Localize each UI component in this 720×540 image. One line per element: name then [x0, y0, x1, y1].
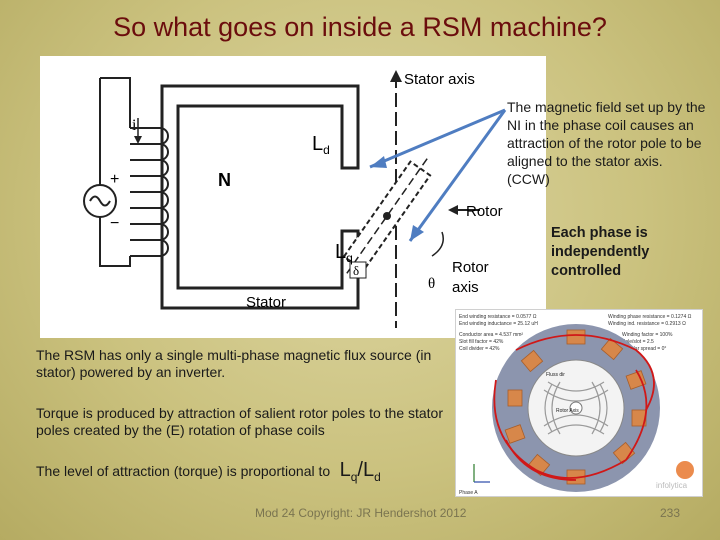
infolytica-logo: infolytica [656, 461, 694, 490]
stator-label: Stator [246, 294, 286, 311]
param-right-1: Winding ind. resistance = 0.2913 Ω [608, 321, 686, 327]
stator-axis-label: Stator axis [404, 71, 475, 88]
param-left-3: Slot fill factor = 42% [459, 339, 504, 345]
rotor-axis-label-2: axis [452, 279, 479, 296]
ni-label: N [218, 170, 231, 190]
paragraph-torque: Torque is produced by attraction of sali… [36, 405, 444, 438]
footer-copyright: Mod 24 Copyright: JR Hendershot 2012 [255, 506, 467, 520]
sim-stator-label: Fluss dir [546, 372, 565, 378]
minus-sign: − [110, 215, 119, 232]
paragraph-flux-source: The RSM has only a single multi-phase ma… [36, 347, 432, 380]
stator-core [160, 84, 360, 310]
sim-phase-label: Phase A [459, 490, 478, 496]
current-label: i [132, 117, 137, 134]
ld-label: Ld [312, 133, 330, 157]
sim-rotor-label: Rotor Axis [556, 408, 579, 414]
rotor-label: Rotor [466, 203, 503, 220]
theta-label: θ [428, 276, 435, 292]
page-number: 233 [660, 506, 681, 520]
phase-note: Each phase is independently controlled [551, 225, 650, 279]
svg-text:infolytica: infolytica [656, 481, 688, 490]
slide-title: So what goes on inside a RSM machine? [113, 12, 607, 42]
param-right-3: Pole/slot = 2.5 [622, 339, 654, 345]
attraction-text: The level of attraction (torque) is prop… [36, 463, 331, 479]
param-right-0: Winding phase resistance = 0.1274 Ω [608, 314, 692, 320]
param-left-0: End winding resistance = 0.0577 Ω [459, 314, 537, 320]
param-left-4: Coil divider = 42% [459, 346, 500, 352]
sim-coils [504, 329, 647, 485]
delta-label: δ [353, 263, 359, 278]
rsm-schematic: + − i N Stator axis [40, 56, 546, 338]
simulation-panel: End winding resistance = 0.0577 Ω End wi… [455, 309, 703, 497]
sim-flux-lines [493, 334, 655, 481]
ratio-formula: Lq/Ld [339, 459, 381, 484]
lq-label: Lq [335, 241, 353, 265]
param-right-2: Winding factor = 100% [622, 332, 673, 338]
plus-sign: + [110, 171, 119, 188]
param-left-1: End winding inductance = 25.12 uH [459, 321, 538, 327]
rotor-axis-label-1: Rotor [452, 259, 489, 276]
param-left-2: Conductor area = 4.537 mm² [459, 332, 523, 338]
callout-text: The magnetic field set up by the NI in t… [507, 99, 706, 187]
paragraph-attraction: The level of attraction (torque) is prop… [36, 459, 456, 486]
param-right-4: Angular spread = 0° [622, 346, 666, 352]
